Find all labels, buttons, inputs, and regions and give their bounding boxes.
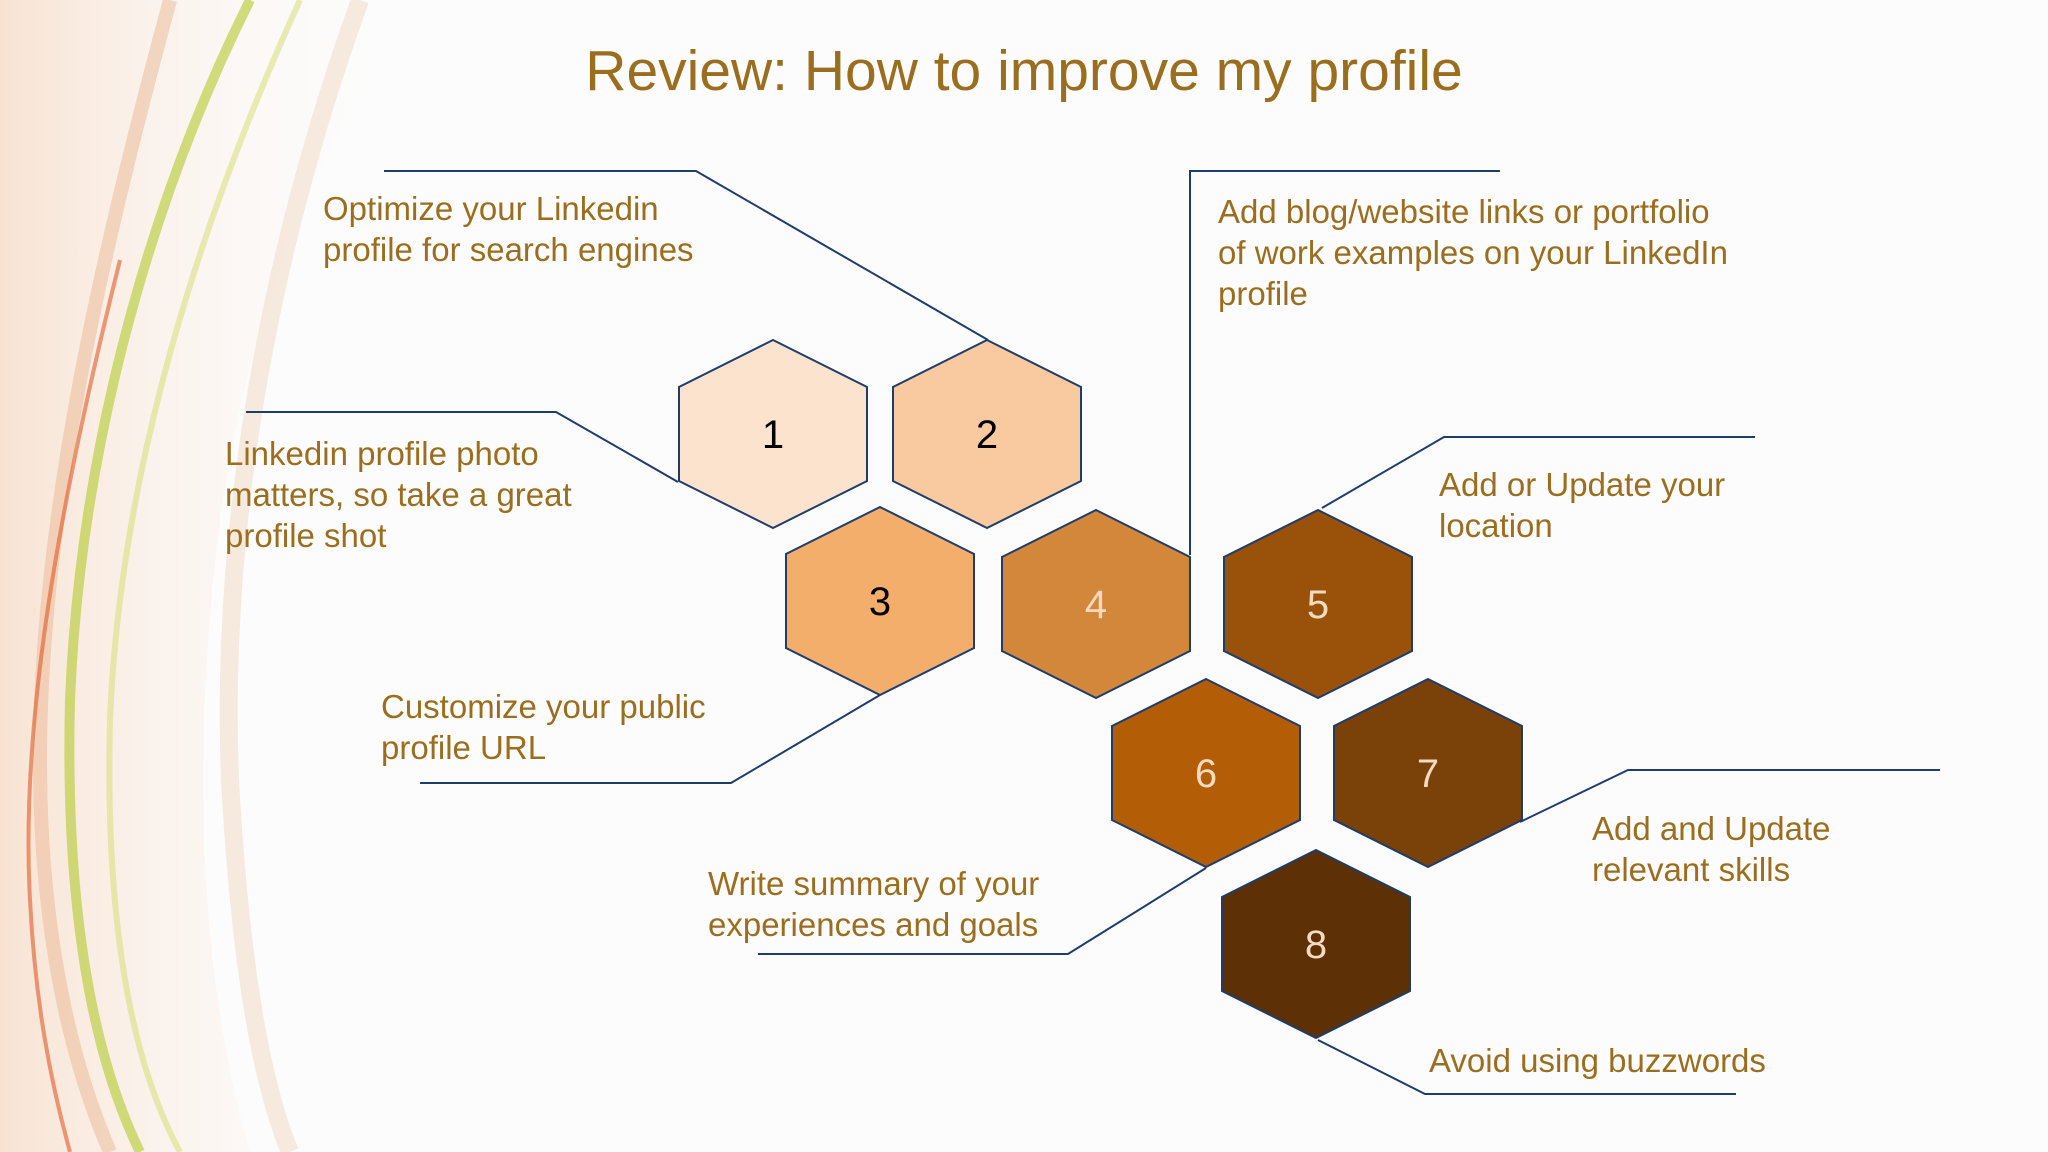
connector-line-4	[420, 694, 881, 784]
hexagon-4-number: 4	[1085, 583, 1107, 627]
hexagon-7-number: 7	[1417, 752, 1439, 796]
step-6-text: Write summary of your experiences and go…	[708, 865, 1040, 943]
connector-line-2	[1189, 170, 1500, 555]
hexagon-8	[1221, 848, 1411, 1040]
hexagon-2	[892, 338, 1082, 530]
step-4-text: Customize your public profile URL	[381, 688, 706, 766]
hexagon-5	[1223, 508, 1413, 700]
connector-line-5	[1321, 436, 1755, 509]
hexagon-1	[678, 338, 868, 530]
connector-line-6	[758, 867, 1207, 955]
connector-line-8	[1317, 1039, 1736, 1095]
connector-line-7	[1519, 769, 1940, 823]
hexagon-3-number: 3	[869, 580, 891, 624]
step-7-text: Add and Update relevant skills	[1592, 810, 1831, 888]
hexagon-7	[1333, 677, 1523, 869]
hexagon-4	[1001, 508, 1191, 700]
step-8-text: Avoid using buzzwords	[1429, 1042, 1766, 1079]
step-2-text: Add blog/website links or portfolio of w…	[1218, 193, 1728, 312]
connector-line-1	[384, 170, 989, 341]
hexagon-3	[785, 505, 975, 697]
hexagon-6	[1111, 677, 1301, 869]
hexagon-8-number: 8	[1305, 923, 1327, 967]
hexagon-2-number: 2	[976, 413, 998, 457]
hexagon-6-number: 6	[1195, 752, 1217, 796]
step-1-text: Optimize your Linkedin profile for searc…	[323, 190, 694, 268]
step-3-text: Linkedin profile photo matters, so take …	[225, 435, 572, 554]
hexagon-1-number: 1	[762, 413, 784, 457]
step-5-text: Add or Update your location	[1439, 466, 1726, 544]
hexagon-5-number: 5	[1307, 583, 1329, 627]
slide-title: Review: How to improve my profile	[585, 39, 1463, 103]
connector-line-3	[246, 411, 679, 483]
